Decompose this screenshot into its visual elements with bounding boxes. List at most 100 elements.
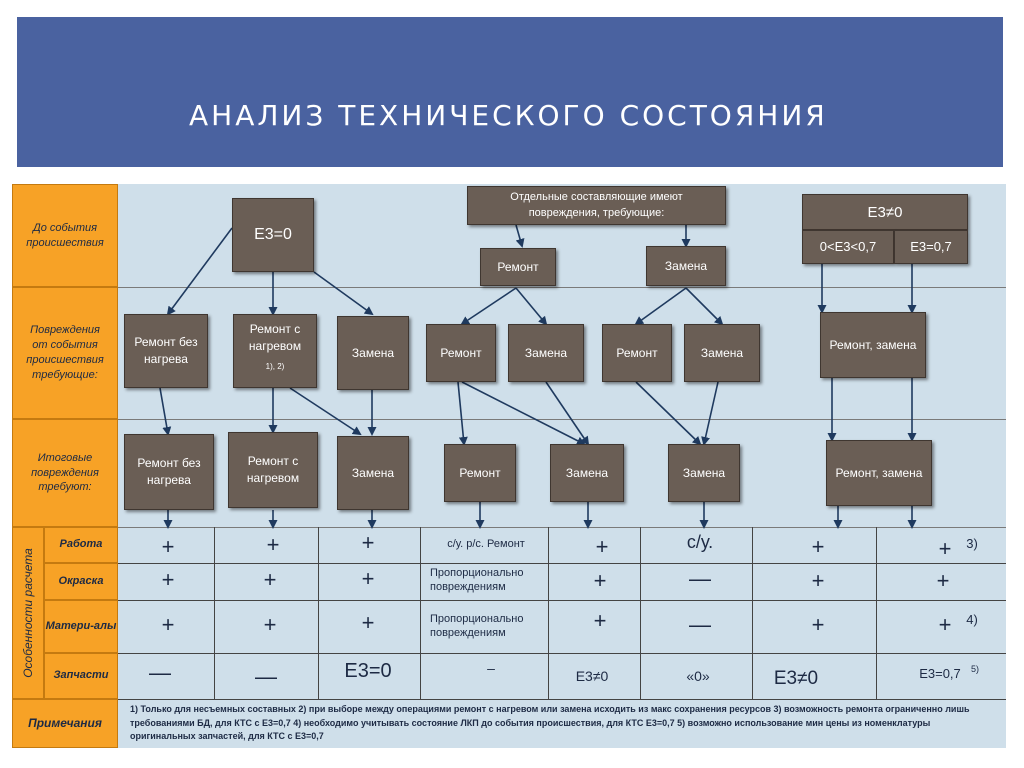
cell-spares-5: E3≠0: [575, 668, 609, 684]
box-repair-no-heat-label: Ремонт без нагрева: [134, 335, 198, 366]
cell-mat-7: +: [811, 612, 825, 637]
box-top-repair-label: Ремонт: [497, 259, 539, 274]
box-replace-1-label: Замена: [351, 345, 395, 360]
box-top-replace-label: Замена: [664, 258, 708, 273]
box-final-repair-no-heat-label: Ремонт без нагрева: [137, 456, 201, 487]
row-label-notes: Примечания: [12, 699, 118, 748]
box-final-replace-1: Замена: [337, 436, 409, 510]
cell-work-8: +: [938, 536, 952, 561]
box-e3-nonzero-label: E3≠0: [867, 203, 903, 221]
row-divider: [118, 287, 1006, 288]
cell-work-5: +: [595, 534, 609, 559]
box-final-replace-2: Замена: [550, 444, 624, 502]
box-e3-range: 0<E3<0,7: [802, 230, 894, 264]
cell-spares-1: —: [149, 660, 171, 685]
box-final-replace-2-label: Замена: [565, 465, 609, 480]
cell-paint-5: +: [593, 568, 607, 593]
row-label-before: До события происшествия: [12, 184, 118, 287]
box-final-replace-3: Замена: [668, 444, 740, 502]
box-e3-range-label: 0<E3<0,7: [819, 238, 877, 254]
box-repair-3: Ремонт: [602, 324, 672, 382]
subrow-spares: Запчасти: [44, 653, 118, 699]
cell-work-3: +: [361, 530, 375, 555]
cell-mat-4: Пропорционально повреждениям: [430, 612, 542, 641]
box-top-replace: Замена: [646, 246, 726, 286]
box-final-repair-no-heat: Ремонт без нагрева: [124, 434, 214, 510]
row-label-damage: Повреждения от события происшествия треб…: [12, 287, 118, 419]
box-final-replace-3-label: Замена: [682, 465, 726, 480]
col-divider: [214, 527, 215, 699]
cell-work-7: +: [811, 534, 825, 559]
box-repair-replace-1-label: Ремонт, замена: [829, 337, 917, 352]
subrow-materials: Матери-алы: [44, 600, 118, 653]
cell-work-4: с/у. р/с. Ремонт: [447, 538, 525, 550]
cell-work-2: +: [266, 532, 280, 557]
cell-spares-2: —: [255, 664, 277, 689]
col-divider: [318, 527, 319, 699]
box-final-repair: Ремонт: [444, 444, 516, 502]
box-final-repair-label: Ремонт: [459, 465, 501, 480]
box-e3-07-label: E3=0,7: [910, 238, 952, 254]
box-repair-replace-1: Ремонт, замена: [820, 312, 926, 378]
row-label-result: Итоговые повреждения требуют:: [12, 419, 118, 527]
box-final-repair-heat-label: Ремонт с нагревом: [246, 454, 300, 485]
box-e3-nonzero: E3≠0: [802, 194, 968, 230]
cell-spares-3: E3=0: [344, 660, 392, 682]
title-banner: АНАЛИЗ ТЕХНИЧЕСКОГО СОСТОЯНИЯ: [17, 17, 1003, 167]
cell-work-1: +: [161, 534, 175, 559]
footnote-5: 5): [970, 664, 979, 674]
cell-spares-8: E3=0,7: [919, 666, 961, 681]
subrow-work: Работа: [44, 527, 118, 563]
box-replace-3-label: Замена: [700, 345, 744, 360]
box-repair-no-heat: Ремонт без нагрева: [124, 314, 208, 388]
col-divider: [548, 527, 549, 699]
box-repair-2: Ремонт: [426, 324, 496, 382]
box-replace-3: Замена: [684, 324, 760, 382]
box-repair-heat: Ремонт с нагревом 1), 2): [233, 314, 317, 388]
box-final-repair-replace: Ремонт, замена: [826, 440, 932, 506]
row-divider: [118, 419, 1006, 420]
row-divider: [118, 563, 1006, 564]
cell-paint-8: +: [936, 568, 950, 593]
col-divider: [876, 527, 877, 699]
box-replace-2: Замена: [508, 324, 584, 382]
box-repair-heat-label: Ремонт с нагревом: [248, 322, 302, 353]
cell-paint-6: —: [689, 566, 711, 591]
box-final-replace-1-label: Замена: [351, 465, 395, 480]
cell-mat-3: +: [361, 610, 375, 635]
row-divider: [118, 653, 1006, 654]
cell-paint-2: +: [263, 567, 277, 592]
box-top-repair: Ремонт: [480, 248, 556, 286]
notes-text: 1) Только для несъемных составных 2) при…: [130, 704, 970, 741]
box-parts-damage: Отдельные составляющие имеют повреждения…: [467, 186, 726, 225]
row-divider: [118, 527, 1006, 528]
row-label-features: Особенности расчета: [12, 527, 44, 699]
col-divider: [420, 527, 421, 699]
box-e3-zero-label: E3=0: [254, 225, 292, 243]
row-divider: [118, 600, 1006, 601]
box-replace-1: Замена: [337, 316, 409, 390]
row-divider: [118, 699, 1006, 700]
box-repair-3-label: Ремонт: [616, 345, 658, 360]
footnote-4: 4): [966, 612, 978, 627]
box-e3-zero: E3=0: [232, 198, 314, 272]
cell-paint-1: +: [161, 567, 175, 592]
box-repair-heat-content: Ремонт с нагревом 1), 2): [234, 321, 316, 372]
cell-mat-5: +: [593, 608, 607, 633]
footnote-ref: 1), 2): [265, 361, 285, 371]
box-repair-2-label: Ремонт: [440, 345, 482, 360]
page-title: АНАЛИЗ ТЕХНИЧЕСКОГО СОСТОЯНИЯ: [189, 99, 828, 132]
subrow-paint: Окраска: [44, 563, 118, 600]
box-e3-07: E3=0,7: [894, 230, 968, 264]
footnote-3: 3): [966, 536, 978, 551]
cell-work-6: с/у.: [686, 532, 714, 552]
col-divider: [640, 527, 641, 699]
cell-spares-4: –: [487, 660, 495, 676]
cell-mat-8: +: [938, 612, 952, 637]
cell-paint-3: +: [361, 566, 375, 591]
cell-paint-4-label: Пропорционально повреждениям: [430, 567, 524, 594]
col-divider: [752, 527, 753, 699]
box-final-repair-heat: Ремонт с нагревом: [228, 432, 318, 508]
cell-mat-1: +: [161, 612, 175, 637]
